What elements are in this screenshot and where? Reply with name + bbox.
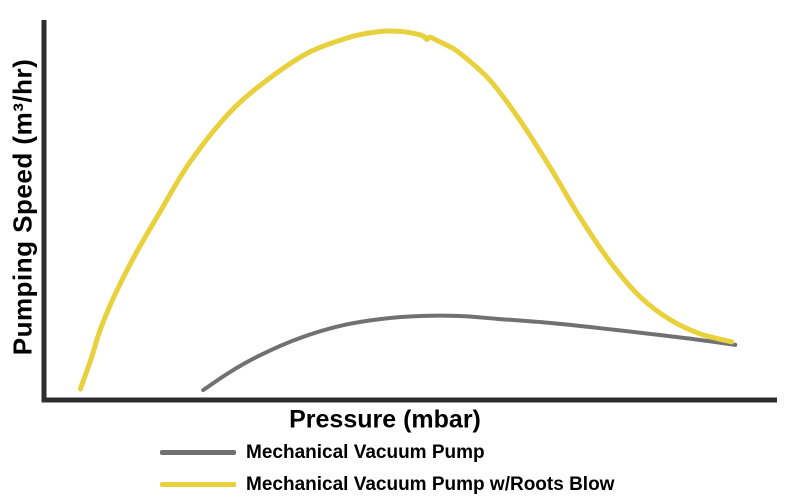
legend-item-mechanical-vacuum-pump-w-roots-blow: Mechanical Vacuum Pump w/Roots Blow: [160, 474, 614, 495]
y-axis-label: Pumping Speed (m³/hr): [7, 58, 38, 356]
legend-label: Mechanical Vacuum Pump: [246, 441, 485, 463]
series-line-mechanical-vacuum-pump: [201, 313, 738, 393]
x-axis-label: Pressure (mbar): [289, 405, 481, 434]
legend-swatch-yellow-line: [160, 482, 236, 487]
legend-swatch-gray-line: [160, 450, 236, 455]
series-line-mechanical-vacuum-pump-w-roots-blow: [77, 28, 735, 392]
legend: Mechanical Vacuum Pump Mechanical Vacuum…: [160, 442, 614, 495]
legend-item-mechanical-vacuum-pump: Mechanical Vacuum Pump: [160, 442, 614, 463]
legend-label: Mechanical Vacuum Pump w/Roots Blow: [246, 473, 615, 495]
